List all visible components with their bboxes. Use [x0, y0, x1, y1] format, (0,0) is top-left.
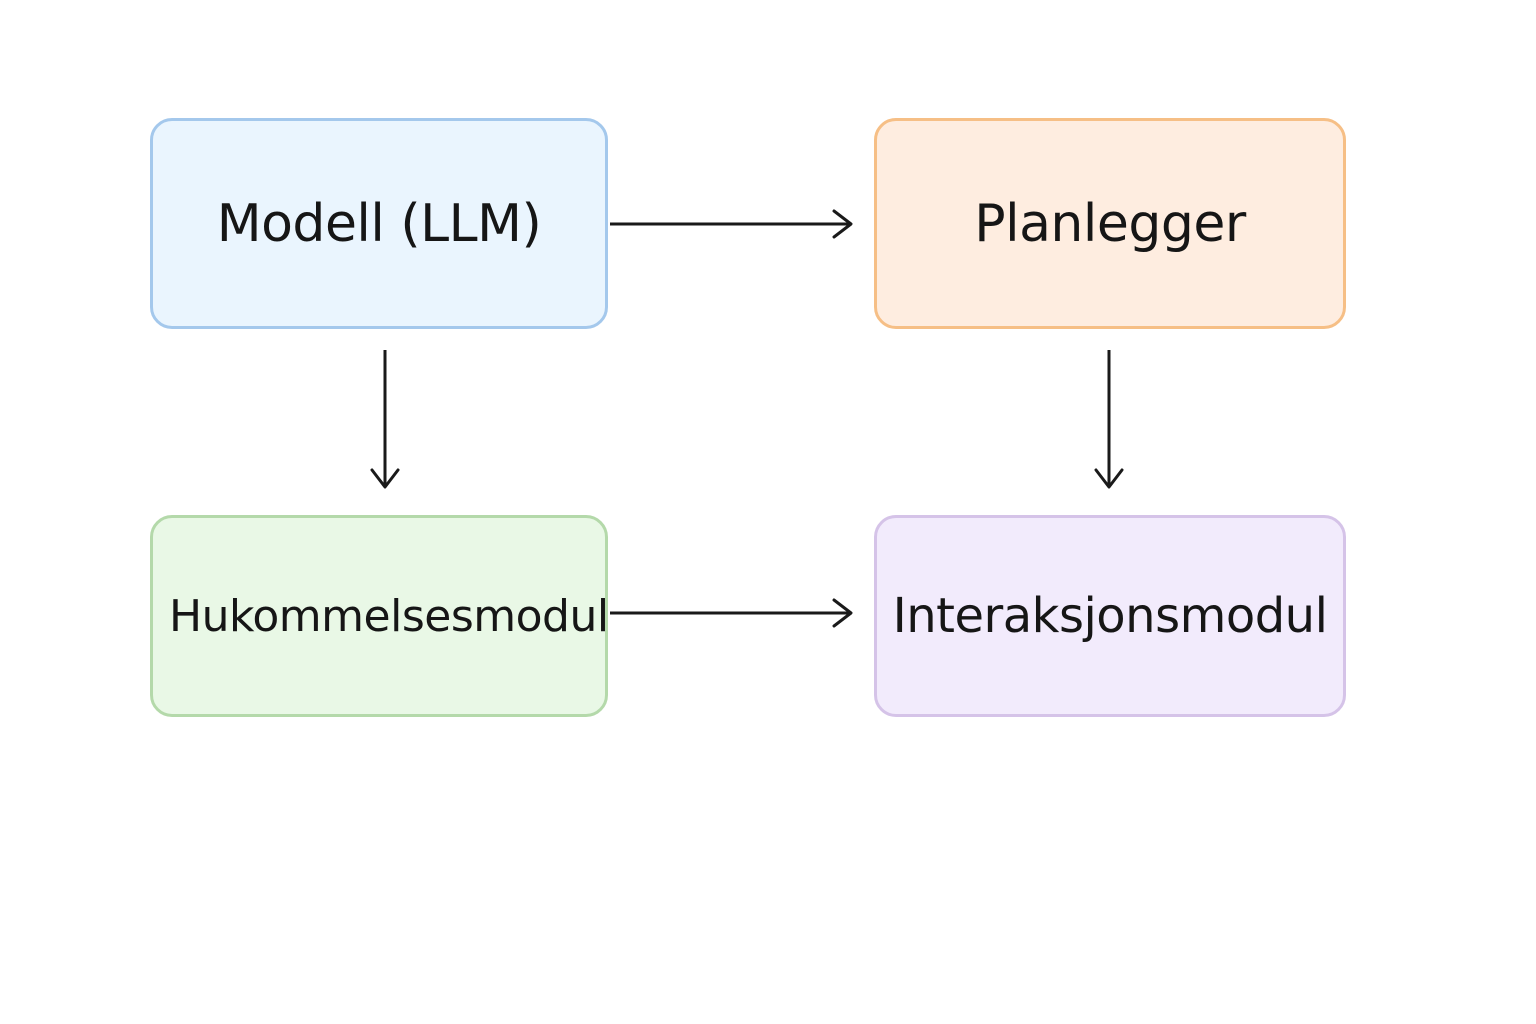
node-planner-label: Planlegger: [974, 193, 1246, 254]
arrow-memory-to-interaction: [610, 598, 853, 628]
node-memory-module-label: Hukommelsesmodul: [169, 590, 609, 642]
arrow-model-to-planner: [610, 209, 853, 239]
node-memory-module: Hukommelsesmodul: [150, 515, 609, 717]
node-model-llm: Modell (LLM): [150, 118, 608, 329]
arrow-planner-to-interaction: [1094, 350, 1124, 489]
arrow-model-to-memory: [370, 350, 400, 489]
node-planner: Planlegger: [874, 118, 1346, 329]
node-interaction-module-label: Interaksjonsmodul: [892, 588, 1328, 644]
node-model-llm-label: Modell (LLM): [216, 193, 542, 254]
node-interaction-module: Interaksjonsmodul: [874, 515, 1346, 717]
